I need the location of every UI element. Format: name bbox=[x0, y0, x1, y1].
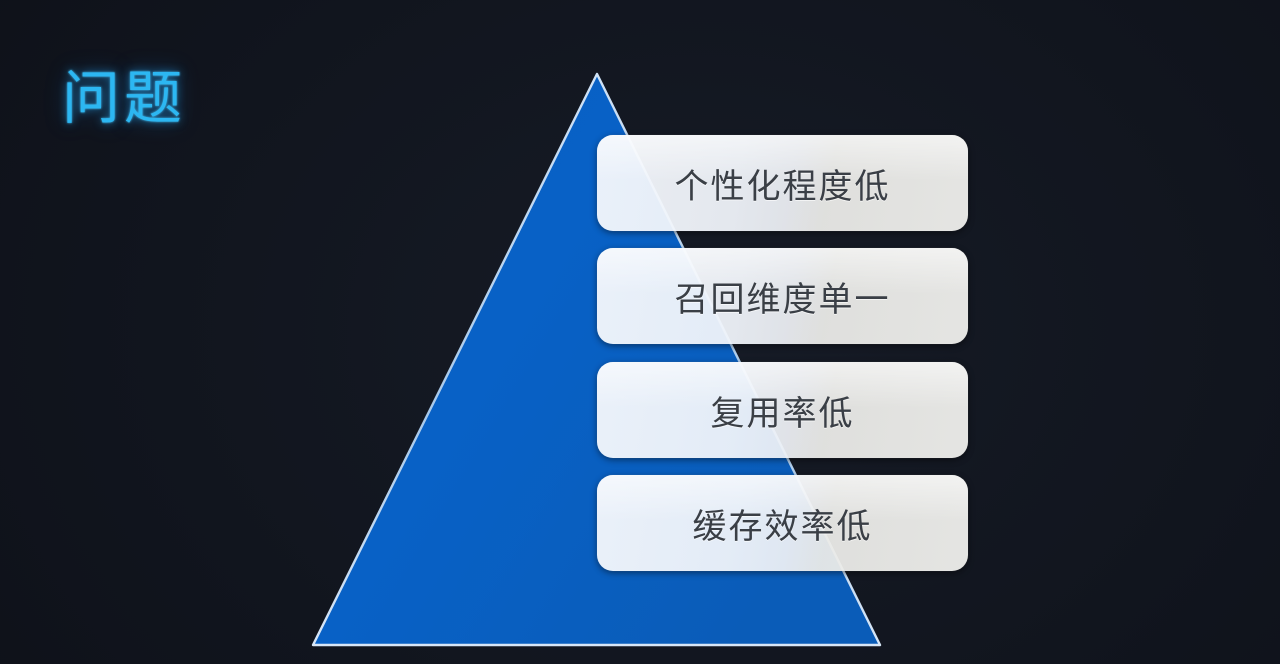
page-title: 问题 bbox=[62, 66, 187, 131]
pyramid-level-box[interactable]: 缓存效率低 bbox=[597, 475, 968, 571]
pyramid-level-box[interactable]: 召回维度单一 bbox=[597, 248, 968, 344]
pyramid-level-label: 个性化程度低 bbox=[674, 166, 891, 207]
pyramid-level-box[interactable]: 复用率低 bbox=[597, 362, 968, 458]
pyramid-level-label: 缓存效率低 bbox=[692, 506, 873, 547]
pyramid-level-label: 复用率低 bbox=[710, 393, 855, 434]
pyramid-level-label: 召回维度单一 bbox=[674, 279, 891, 320]
pyramid-level-box[interactable]: 个性化程度低 bbox=[597, 135, 968, 231]
